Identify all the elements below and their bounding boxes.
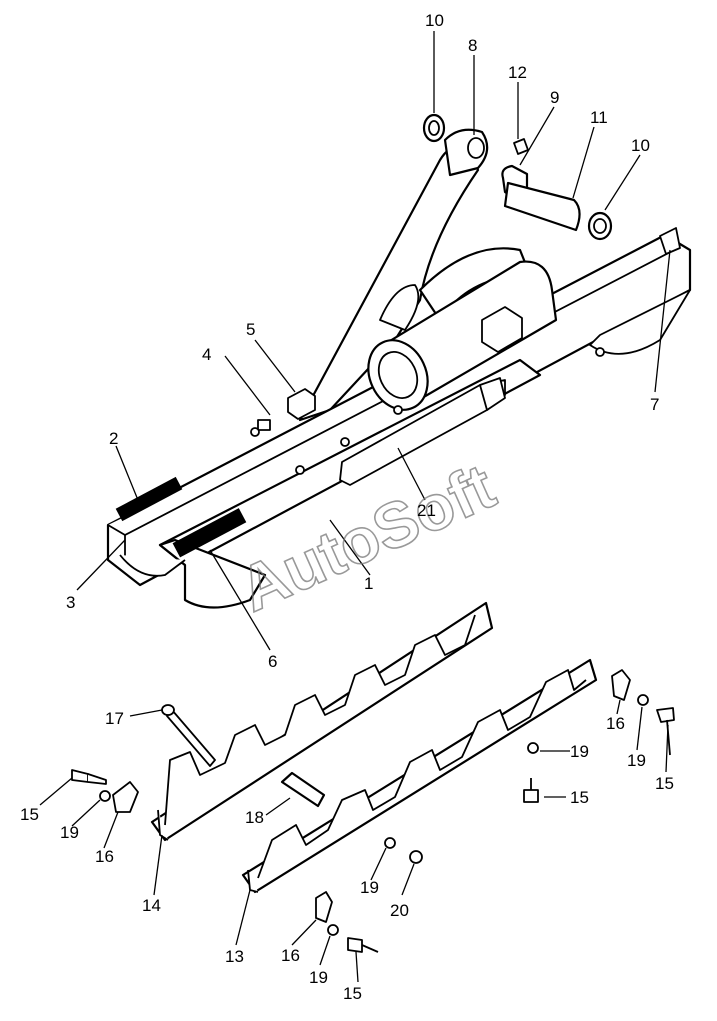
callout-10-right: 10 — [631, 136, 650, 155]
callout-6: 6 — [268, 652, 277, 671]
callout-14: 14 — [142, 896, 161, 915]
hardware — [71, 669, 675, 953]
callout-15-left: 15 — [20, 805, 39, 824]
callout-11: 11 — [590, 108, 608, 127]
callout-1: 1 — [364, 574, 373, 593]
callouts: 10 8 12 9 11 10 5 4 7 2 21 1 3 6 17 16 1… — [20, 11, 674, 1003]
callout-8: 8 — [468, 36, 477, 55]
callout-13: 13 — [225, 947, 244, 966]
leader-lines — [39, 31, 671, 983]
callout-21: 21 — [417, 501, 436, 520]
callout-16-right: 16 — [606, 714, 625, 733]
track-frame — [106, 145, 692, 609]
callout-19-bottom: 19 — [309, 968, 328, 987]
callout-20: 20 — [390, 901, 409, 920]
callout-19-right: 19 — [627, 751, 646, 770]
callout-18: 18 — [245, 808, 264, 827]
callout-4: 4 — [202, 345, 211, 364]
guard-rail-14 — [150, 601, 494, 842]
callout-15-bottom: 15 — [343, 984, 362, 1003]
callout-5: 5 — [246, 320, 255, 339]
callout-7: 7 — [650, 395, 659, 414]
guard-rail-13 — [241, 658, 598, 894]
callout-3: 3 — [66, 593, 75, 612]
callout-15-right: 15 — [655, 774, 674, 793]
pivot-parts — [422, 113, 613, 241]
callout-12: 12 — [508, 63, 527, 82]
callout-16-left: 16 — [95, 847, 114, 866]
callout-15-mid: 15 — [570, 788, 589, 807]
callout-2: 2 — [109, 429, 118, 448]
callout-10-top: 10 — [425, 11, 444, 30]
callout-19-center: 19 — [360, 878, 379, 897]
callout-9: 9 — [550, 88, 559, 107]
callout-16-bottom: 16 — [281, 946, 300, 965]
callout-19-left: 19 — [60, 823, 79, 842]
callout-17: 17 — [105, 709, 124, 728]
callout-19-mid: 19 — [570, 742, 589, 761]
